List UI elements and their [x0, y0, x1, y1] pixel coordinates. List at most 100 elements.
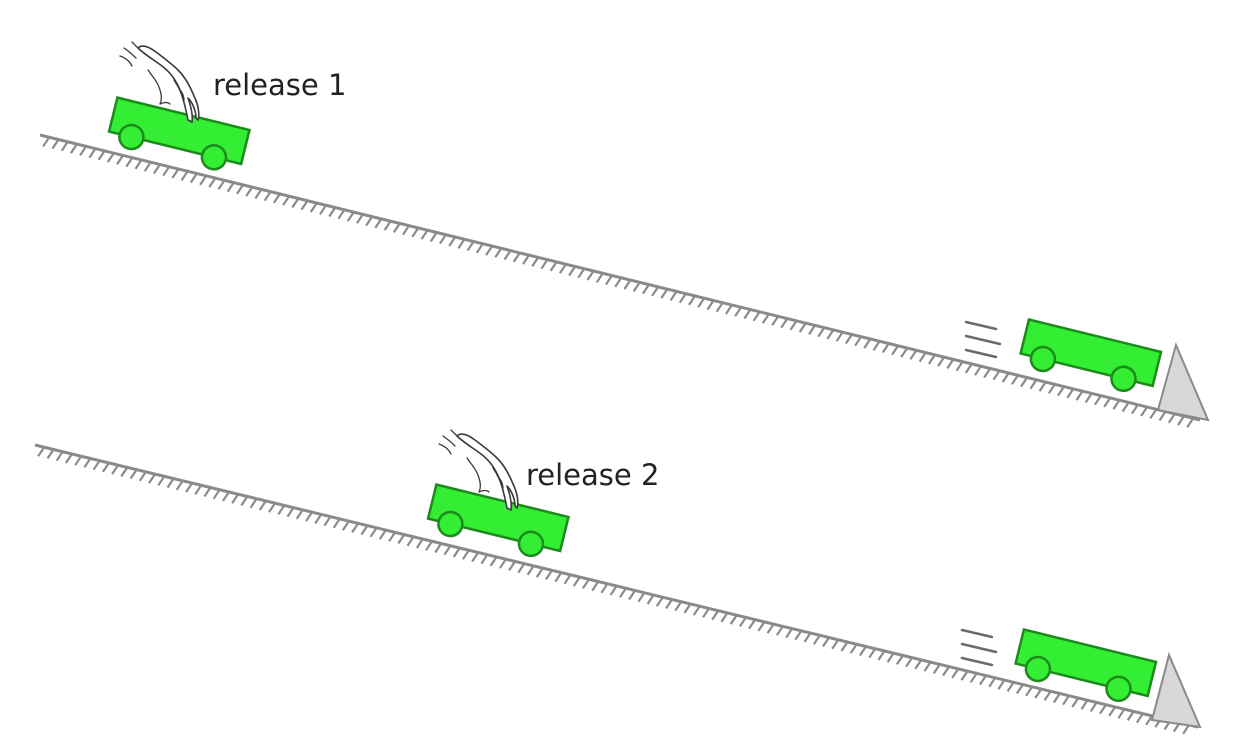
hatch-mark	[526, 565, 535, 576]
hatch-mark	[323, 515, 332, 527]
hatch-mark	[808, 324, 816, 336]
hatch-mark	[420, 229, 429, 240]
hatch-mark	[678, 293, 687, 304]
hatch-mark	[448, 236, 457, 247]
hatch-mark	[554, 571, 563, 583]
hatch-mark	[351, 522, 360, 534]
hatch-mark	[951, 668, 960, 679]
hatch-mark	[134, 159, 143, 170]
hatch-mark	[988, 677, 997, 688]
hatch-mark	[295, 509, 304, 520]
hatch-mark	[812, 634, 821, 645]
hatch-mark	[1167, 413, 1176, 424]
hatch-mark	[1112, 399, 1121, 410]
hatch-mark	[905, 657, 914, 668]
releasing-hand-icon	[119, 41, 200, 123]
hatch-mark	[457, 238, 466, 249]
hatch-mark	[240, 495, 249, 507]
hatch-mark	[300, 200, 309, 211]
hatch-mark	[346, 211, 355, 222]
hatch-mark	[992, 370, 1001, 381]
hatch-mark	[88, 147, 97, 159]
hatch-mark	[1108, 706, 1117, 717]
hatch-mark	[466, 240, 475, 252]
hatch-mark	[1071, 697, 1080, 708]
release-2-label: release 2	[526, 458, 659, 492]
hatch-mark	[1075, 390, 1084, 401]
hatch-mark	[434, 542, 443, 554]
hatch-mark	[341, 520, 350, 531]
hatch-mark	[794, 630, 803, 641]
hatch-mark	[60, 141, 69, 152]
hatch-mark	[1043, 690, 1052, 701]
hatch-mark	[1038, 381, 1047, 392]
hatch-mark	[531, 256, 540, 268]
hatch-mark	[1182, 724, 1191, 735]
hatch-mark	[997, 679, 1006, 690]
hatch-mark	[1047, 383, 1056, 394]
hatch-mark	[1025, 686, 1034, 697]
hatch-mark	[720, 612, 729, 623]
hatch-mark	[886, 652, 895, 663]
hatch-mark	[51, 138, 60, 150]
hatch-mark	[609, 585, 618, 596]
hatch-mark	[199, 175, 208, 186]
hatch-mark	[558, 263, 567, 274]
hatch-mark	[258, 500, 267, 511]
hatch-mark	[780, 317, 789, 329]
top-cart-stopped	[1019, 317, 1163, 393]
hatch-mark	[932, 663, 941, 675]
hatch-mark	[438, 234, 447, 245]
top-incline-scene: release 1	[39, 41, 1210, 428]
hatch-mark	[591, 580, 600, 592]
hatch-mark	[1006, 681, 1015, 692]
bottom-incline-scene: release 2	[34, 429, 1202, 735]
hatch-mark	[572, 576, 581, 587]
hatch-mark	[595, 272, 604, 283]
hatch-mark	[872, 340, 881, 351]
cart-wheel	[1024, 655, 1052, 683]
hatch-mark	[152, 163, 161, 175]
bottom-cart-stopped	[1014, 627, 1158, 703]
hatch-mark	[309, 202, 318, 213]
hatch-mark	[55, 451, 64, 462]
bottom-stopper	[1150, 651, 1202, 729]
hatch-mark	[185, 482, 193, 493]
hatch-mark	[692, 605, 701, 616]
hatch-mark	[1057, 385, 1065, 397]
hatch-mark	[171, 168, 180, 179]
hatch-mark	[226, 181, 235, 193]
hatch-mark	[628, 589, 637, 601]
hatch-mark	[263, 191, 272, 202]
bottom-motion-lines	[960, 628, 998, 667]
cart-wheel	[1105, 675, 1132, 703]
hatch-mark	[397, 533, 406, 545]
cart-wheel	[517, 530, 545, 558]
hatch-mark	[669, 290, 678, 302]
hatch-mark	[637, 592, 646, 603]
hatch-mark	[605, 274, 613, 286]
hatch-mark	[415, 538, 424, 549]
hatch-mark	[632, 281, 641, 292]
hatch-mark	[826, 329, 835, 340]
top-incline	[39, 133, 1201, 428]
cart-wheel	[200, 144, 228, 171]
hatch-mark	[978, 674, 987, 686]
hatch-mark	[249, 498, 258, 509]
top-incline-hatching	[42, 136, 1195, 428]
hatch-mark	[328, 206, 337, 218]
hatch-mark	[129, 468, 138, 480]
hatch-mark	[655, 596, 664, 607]
hatch-mark	[535, 567, 544, 578]
hatch-mark	[849, 643, 858, 654]
hatch-mark	[748, 618, 757, 630]
hatch-mark	[1080, 699, 1089, 710]
hatch-mark	[254, 188, 263, 200]
hatch-mark	[1084, 392, 1093, 404]
hatch-mark	[549, 261, 558, 272]
hatch-mark	[189, 172, 198, 184]
cart-wheel	[437, 510, 464, 538]
hatch-mark	[946, 358, 955, 370]
hatch-mark	[545, 569, 553, 581]
hatch-mark	[738, 616, 747, 628]
